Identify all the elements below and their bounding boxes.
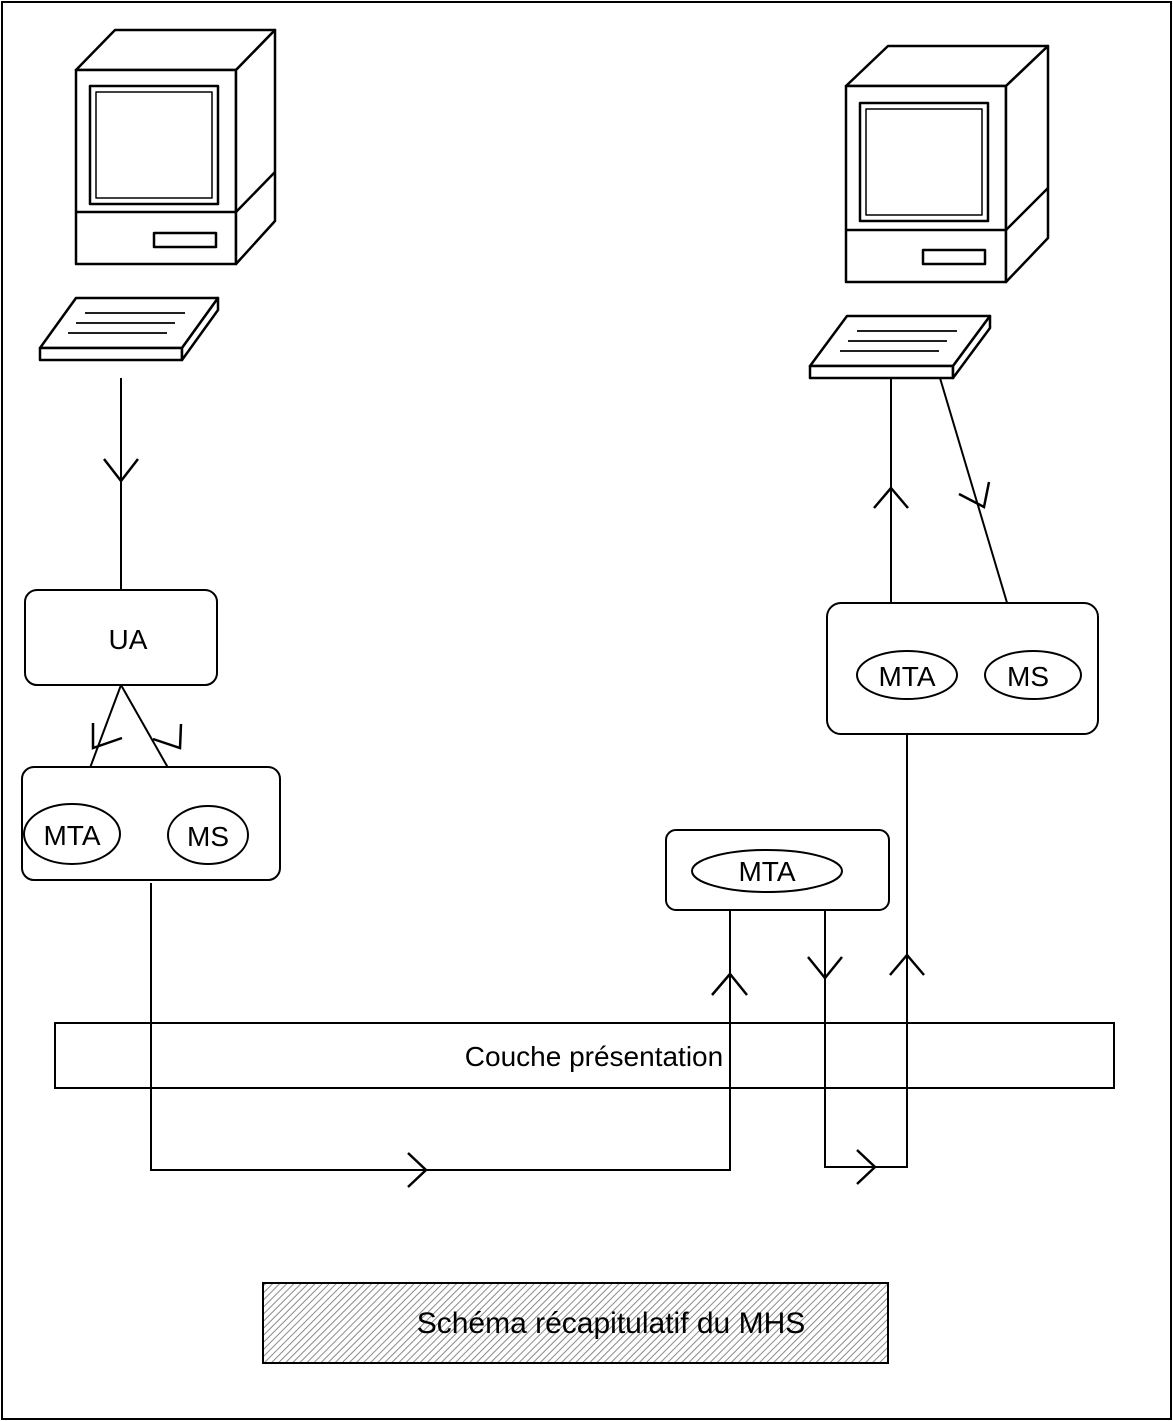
ua-label: UA [109, 624, 148, 655]
caption-text: Schéma récapitulatif du MHS [417, 1307, 806, 1340]
presentation-layer-label: Couche présentation [465, 1041, 723, 1072]
relay-mta-label: MTA [738, 856, 795, 887]
left-keyboard-icon [40, 298, 218, 360]
left-ms-label: MS [187, 821, 229, 852]
right-mta-label: MTA [878, 661, 935, 692]
relay-to-right-path [825, 735, 907, 1167]
left-mta-ms-group: MTA MS [22, 767, 280, 880]
right-mta-ms-group: MTA MS [827, 603, 1098, 734]
right-ms-label: MS [1007, 661, 1049, 692]
right-keyboard-icon [810, 316, 990, 378]
arrow-down-icon [153, 724, 181, 748]
right-computer-icon [846, 46, 1048, 282]
relay-mta-group: MTA [666, 830, 889, 910]
left-to-relay-path [151, 883, 730, 1170]
left-mta-label: MTA [43, 820, 100, 851]
arrow-down-icon [93, 723, 122, 748]
left-computer-icon [76, 30, 275, 264]
